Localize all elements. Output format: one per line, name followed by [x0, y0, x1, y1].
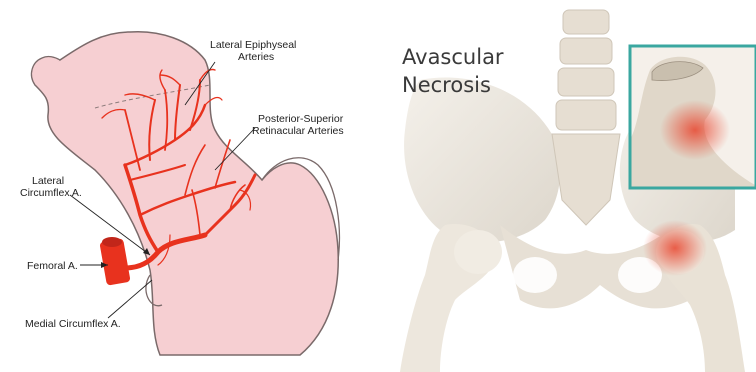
lumbar-spine	[552, 10, 620, 225]
label-medial-circumflex: Medial Circumflex A.	[25, 318, 121, 330]
obturator-left	[513, 257, 557, 293]
femur-left-head	[454, 230, 502, 274]
inset-necrosis-area	[660, 100, 730, 160]
necrosis-highlight	[643, 220, 707, 276]
label-posterior-superior-line2: Retinacular Arteries	[252, 125, 344, 137]
title-line2: Necrosis	[402, 73, 491, 97]
label-lateral-epiphyseal-line2: Arteries	[238, 51, 274, 63]
label-posterior-superior-line1: Posterior-Superior	[258, 113, 344, 125]
femur-blood-supply-diagram: Lateral Epiphyseal Arteries Posterior-Su…	[20, 32, 344, 355]
femoral-artery	[99, 237, 130, 286]
avascular-necrosis-illustration: Avascular Necrosis	[378, 0, 756, 372]
title-line1: Avascular	[402, 45, 504, 69]
label-femoral-artery: Femoral A.	[27, 260, 78, 272]
label-lateral-circumflex-line1: Lateral	[32, 175, 64, 187]
label-lateral-epiphyseal-line1: Lateral Epiphyseal	[210, 39, 296, 51]
label-lateral-circumflex-line2: Circumflex A.	[20, 187, 82, 199]
inset-zoom	[630, 46, 756, 188]
